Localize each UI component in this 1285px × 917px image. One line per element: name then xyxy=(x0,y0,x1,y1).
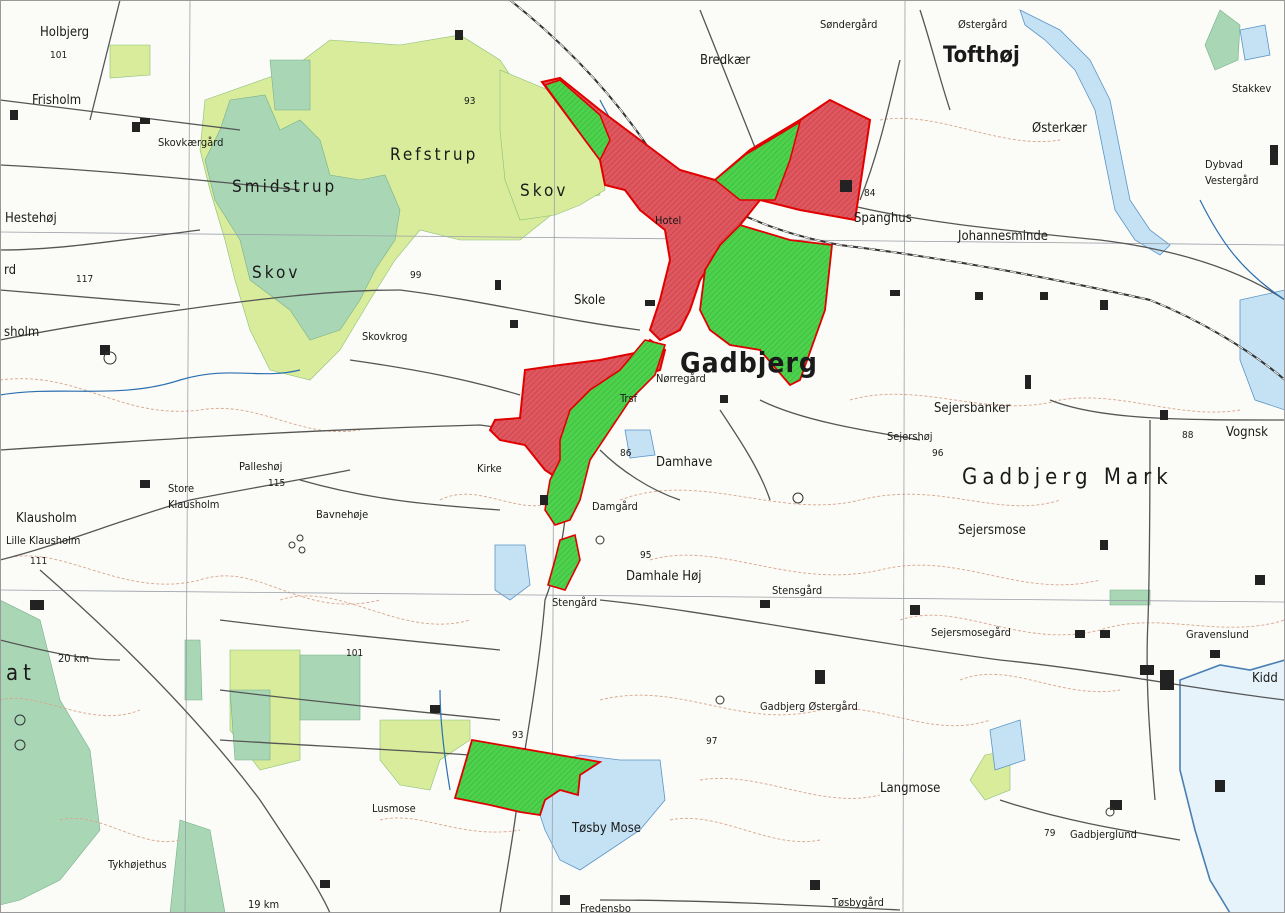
green-area-north[interactable] xyxy=(713,120,802,201)
label-damhave: Damhave xyxy=(656,455,712,470)
label-gadbjerglund: Gadbjerglund xyxy=(1070,828,1137,841)
label-norregard: Nørregård xyxy=(656,372,706,385)
height-79: 79 xyxy=(1044,828,1056,839)
height-97: 97 xyxy=(706,736,717,747)
label-tosbygard: Tøsbygård xyxy=(831,896,884,909)
height-93-south: 93 xyxy=(512,730,523,741)
buildings xyxy=(10,30,1278,905)
label-store: Store xyxy=(168,482,194,495)
dark-forest-areas xyxy=(0,9,1241,914)
height-99: 99 xyxy=(410,270,422,281)
label-fredensbo: Fredensbo xyxy=(580,902,631,913)
label-tofthoj: Tofthøj xyxy=(943,43,1020,68)
distance-markers: 20 km 19 km xyxy=(58,652,279,911)
label-skovkaergard: Skovkærgård xyxy=(158,136,223,149)
label-langmose: Langmose xyxy=(880,781,940,796)
label-klausholm-west: Klausholm xyxy=(16,511,77,526)
label-gadbjerg: Gadbjerg xyxy=(680,346,818,379)
label-sholm: sholm xyxy=(4,325,39,340)
green-area-southwest[interactable] xyxy=(453,738,603,817)
label-holbjerg: Holbjerg xyxy=(40,25,89,40)
distance-20km: 20 km xyxy=(58,652,89,665)
green-area-east[interactable] xyxy=(699,223,833,387)
label-gadbjerg-mark: Gadbjerg Mark xyxy=(962,465,1173,490)
label-kirke: Kirke xyxy=(477,462,502,475)
label-damgard: Damgård xyxy=(592,500,638,513)
label-sejershoj: Sejershøj xyxy=(887,430,933,443)
label-hotel: Hotel xyxy=(655,214,681,227)
label-palleshoj: Palleshøj xyxy=(239,460,282,473)
distance-19km: 19 km xyxy=(248,898,279,911)
height-117: 117 xyxy=(76,274,93,285)
label-sondergard: Søndergård xyxy=(820,18,877,31)
green-area-small[interactable] xyxy=(547,533,581,591)
label-klausholm: Klausholm xyxy=(168,498,219,511)
green-area-south[interactable] xyxy=(544,339,667,526)
label-at: at xyxy=(6,661,36,686)
height-86: 86 xyxy=(620,448,632,459)
height-84: 84 xyxy=(864,188,876,199)
label-vestergard: Vestergård xyxy=(1205,174,1259,187)
label-sejersbanker: Sejersbanker xyxy=(934,401,1010,416)
label-tykhojethus: Tykhøjethus xyxy=(107,858,167,871)
height-101-north: 101 xyxy=(50,50,67,61)
label-sejersmose: Sejersmose xyxy=(958,523,1026,538)
label-vognsk: Vognsk xyxy=(1226,425,1268,440)
label-stensgard: Stensgård xyxy=(772,584,822,597)
spot-heights: 101 117 93 99 84 88 96 86 115 111 95 101… xyxy=(30,50,1194,839)
water-areas xyxy=(494,9,1285,914)
height-111: 111 xyxy=(30,556,47,567)
label-dybvad: Dybvad xyxy=(1205,158,1243,171)
place-labels: Holbjerg Frisholm Skovkærgård Hestehøj S… xyxy=(4,18,1278,915)
label-trsf: Trsf xyxy=(619,392,638,405)
label-stengard: Stengård xyxy=(552,596,597,609)
green-area-strip[interactable] xyxy=(543,79,611,162)
label-stakkev: Stakkev xyxy=(1232,82,1271,95)
label-spanghus: Spanghus xyxy=(854,211,912,226)
label-gadbjerg-ostergard: Gadbjerg Østergård xyxy=(760,700,858,713)
height-88: 88 xyxy=(1182,430,1194,441)
label-kidd: Kidd xyxy=(1252,671,1278,686)
label-johannesminde: Johannesminde xyxy=(957,229,1048,244)
label-skov-east: Skov xyxy=(520,181,568,201)
label-skov-west: Skov xyxy=(252,263,300,283)
label-lusmose: Lusmose xyxy=(372,802,416,815)
height-115: 115 xyxy=(268,478,285,489)
label-tosby-mose: Tøsby Mose xyxy=(571,821,641,836)
label-ostergard: Østergård xyxy=(958,18,1007,31)
label-skole: Skole xyxy=(574,293,605,308)
label-rd: rd xyxy=(4,263,16,278)
label-osterkaer: Østerkær xyxy=(1032,121,1087,136)
label-refstrup: Refstrup xyxy=(390,145,478,165)
development-areas[interactable] xyxy=(453,76,872,817)
label-hestehoj: Hestehøj xyxy=(5,211,57,226)
label-frisholm: Frisholm xyxy=(32,93,81,108)
label-gravenslund: Gravenslund xyxy=(1186,628,1249,641)
height-96: 96 xyxy=(932,448,944,459)
label-damhale-hoj: Damhale Høj xyxy=(626,569,702,584)
railway xyxy=(509,0,1285,381)
label-skovkrog: Skovkrog xyxy=(362,330,407,343)
label-bavnehoje: Bavnehøje xyxy=(316,508,368,521)
height-95: 95 xyxy=(640,550,651,561)
height-101-south: 101 xyxy=(346,648,363,659)
label-bredkaer: Bredkær xyxy=(700,53,750,68)
map-symbols xyxy=(14,351,1115,817)
label-sejersmosegard: Sejersmosegård xyxy=(931,626,1011,639)
label-lille-klausholm: Lille Klausholm xyxy=(6,534,80,547)
label-smidstrup: Smidstrup xyxy=(232,177,337,197)
height-93-north: 93 xyxy=(464,96,475,107)
